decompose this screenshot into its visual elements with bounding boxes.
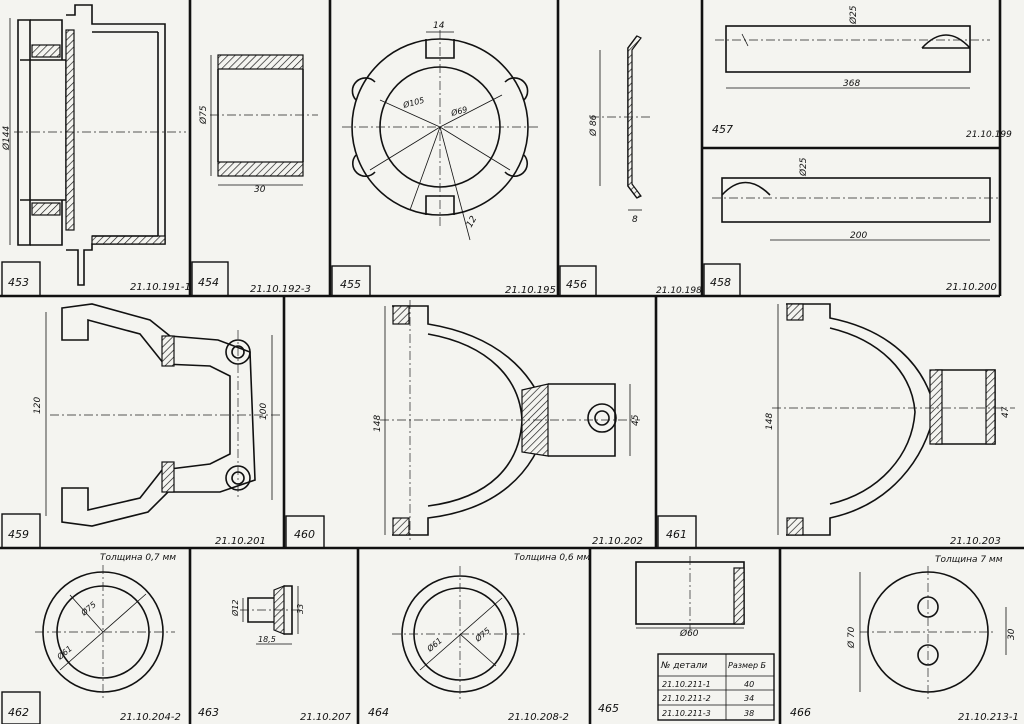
table-cell: 40 (744, 680, 754, 689)
dim-464-outer: Ø75 (472, 625, 492, 644)
dim-457-diameter: Ø25 (848, 5, 859, 25)
part-code-453: 21.10.191-1 (130, 282, 191, 293)
part-code-457: 21.10.199 (966, 130, 1012, 140)
dim-454-diameter: Ø75 (198, 105, 209, 125)
part-code-458: 21.10.200 (946, 282, 997, 293)
panel-461: 461 21.10.203 148 47 (657, 303, 1015, 549)
dim-455-inner: Ø69 (449, 104, 468, 118)
part-code-463: 21.10.207 (300, 712, 352, 723)
part-number-464: 464 (368, 706, 389, 719)
dim-465-diameter: Ø60 (679, 628, 699, 639)
dim-456-depth: 8 (632, 215, 638, 225)
dim-455-slot: 14 (433, 21, 445, 31)
dim-462-inner: Ø61 (54, 643, 74, 662)
part-number-460: 460 (294, 528, 315, 541)
part-code-464: 21.10.208-2 (508, 712, 569, 723)
panel-454: 454 21.10.192-3 Ø75 30 (191, 54, 318, 297)
table-cell: 21.10.211-2 (662, 694, 711, 703)
panel-466: Толщина 7 мм 466 21.10.213-1 Ø 70 30 (790, 555, 1019, 723)
dim-466-diameter: Ø 70 (846, 626, 857, 649)
panel-456: 456 21.10.198 Ø 86 8 (559, 35, 702, 297)
part-number-466: 466 (790, 706, 811, 719)
dim-463-height: 33 (296, 604, 305, 614)
part-code-466: 21.10.213-1 (958, 712, 1019, 723)
panel-463: 463 21.10.207 Ø12 33 18,5 (198, 585, 352, 723)
thickness-note-464: Толщина 0,6 мм (514, 553, 590, 563)
panel-460: 460 21.10.202 148 45 (285, 300, 643, 549)
part-number-463: 463 (198, 706, 219, 719)
part-code-454: 21.10.192-3 (250, 284, 311, 295)
dim-456-diameter: Ø 86 (588, 114, 599, 137)
table-header-size: Размер Б (728, 661, 767, 670)
dim-459-center: 100 (259, 403, 269, 420)
dim-455-width: 12 (465, 214, 480, 229)
part-number-454: 454 (198, 276, 219, 289)
dim-461-height: 148 (765, 413, 775, 430)
part-number-455: 455 (340, 278, 361, 291)
panel-464: Толщина 0,6 мм 464 21.10.208-2 Ø61 Ø75 (368, 553, 590, 723)
part-code-461: 21.10.203 (950, 536, 1001, 547)
dim-460-boss: 45 (631, 414, 641, 426)
thickness-note-462: Толщина 0,7 мм (100, 553, 176, 563)
dim-466-spacing: 30 (1007, 628, 1017, 640)
dim-459-height: 120 (33, 397, 43, 414)
part-code-456: 21.10.198 (656, 286, 702, 296)
dim-463-diameter: Ø12 (230, 600, 240, 617)
dim-457-length: 368 (843, 79, 860, 89)
panel-453: 453 21.10.191-1 Ø144 (1, 4, 191, 297)
panel-458: 458 21.10.200 Ø25 200 (703, 157, 1000, 297)
part-number-453: 453 (8, 276, 29, 289)
part-number-465: 465 (598, 702, 619, 715)
table-cell: 34 (744, 694, 754, 703)
part-number-457: 457 (712, 123, 733, 136)
dim-453-diameter: Ø144 (1, 125, 12, 151)
panel-462: Толщина 0,7 мм 462 21.10.204-2 Ø75 Ø61 (1, 553, 181, 724)
thickness-note-466: Толщина 7 мм (935, 555, 1003, 565)
part-code-460: 21.10.202 (592, 536, 643, 547)
part-number-462: 462 (8, 706, 29, 719)
part-code-462: 21.10.204-2 (120, 712, 181, 723)
table-cell: 21.10.211-1 (662, 680, 711, 689)
table-cell: 38 (744, 709, 754, 718)
part-number-458: 458 (710, 276, 731, 289)
panel-465: 465 Ø60 № детали Размер Б 21.10.211-1 40… (598, 556, 775, 721)
dim-463-length: 18,5 (258, 635, 276, 644)
part-code-455: 21.10.195 (505, 285, 556, 296)
dim-454-length: 30 (254, 185, 266, 195)
part-number-459: 459 (8, 528, 29, 541)
table-header-part: № детали (660, 661, 707, 671)
panel-457: 457 21.10.199 Ø25 368 (712, 5, 1012, 140)
part-number-461: 461 (666, 528, 687, 541)
panel-459: 459 21.10.201 120 100 (1, 303, 280, 549)
dim-458-diameter: Ø25 (798, 157, 809, 177)
table-cell: 21.10.211-3 (662, 709, 711, 718)
dim-460-height: 148 (373, 415, 383, 432)
part-code-459: 21.10.201 (215, 536, 266, 547)
part-number-456: 456 (566, 278, 587, 291)
dim-461-boss: 47 (1001, 406, 1011, 418)
dim-455-outer: Ø105 (401, 95, 425, 111)
panel-455: 455 21.10.195 14 Ø105 Ø69 12 (331, 21, 556, 297)
size-table: № детали Размер Б 21.10.211-1 40 21.10.2… (657, 653, 775, 721)
dim-458-length: 200 (850, 231, 867, 241)
